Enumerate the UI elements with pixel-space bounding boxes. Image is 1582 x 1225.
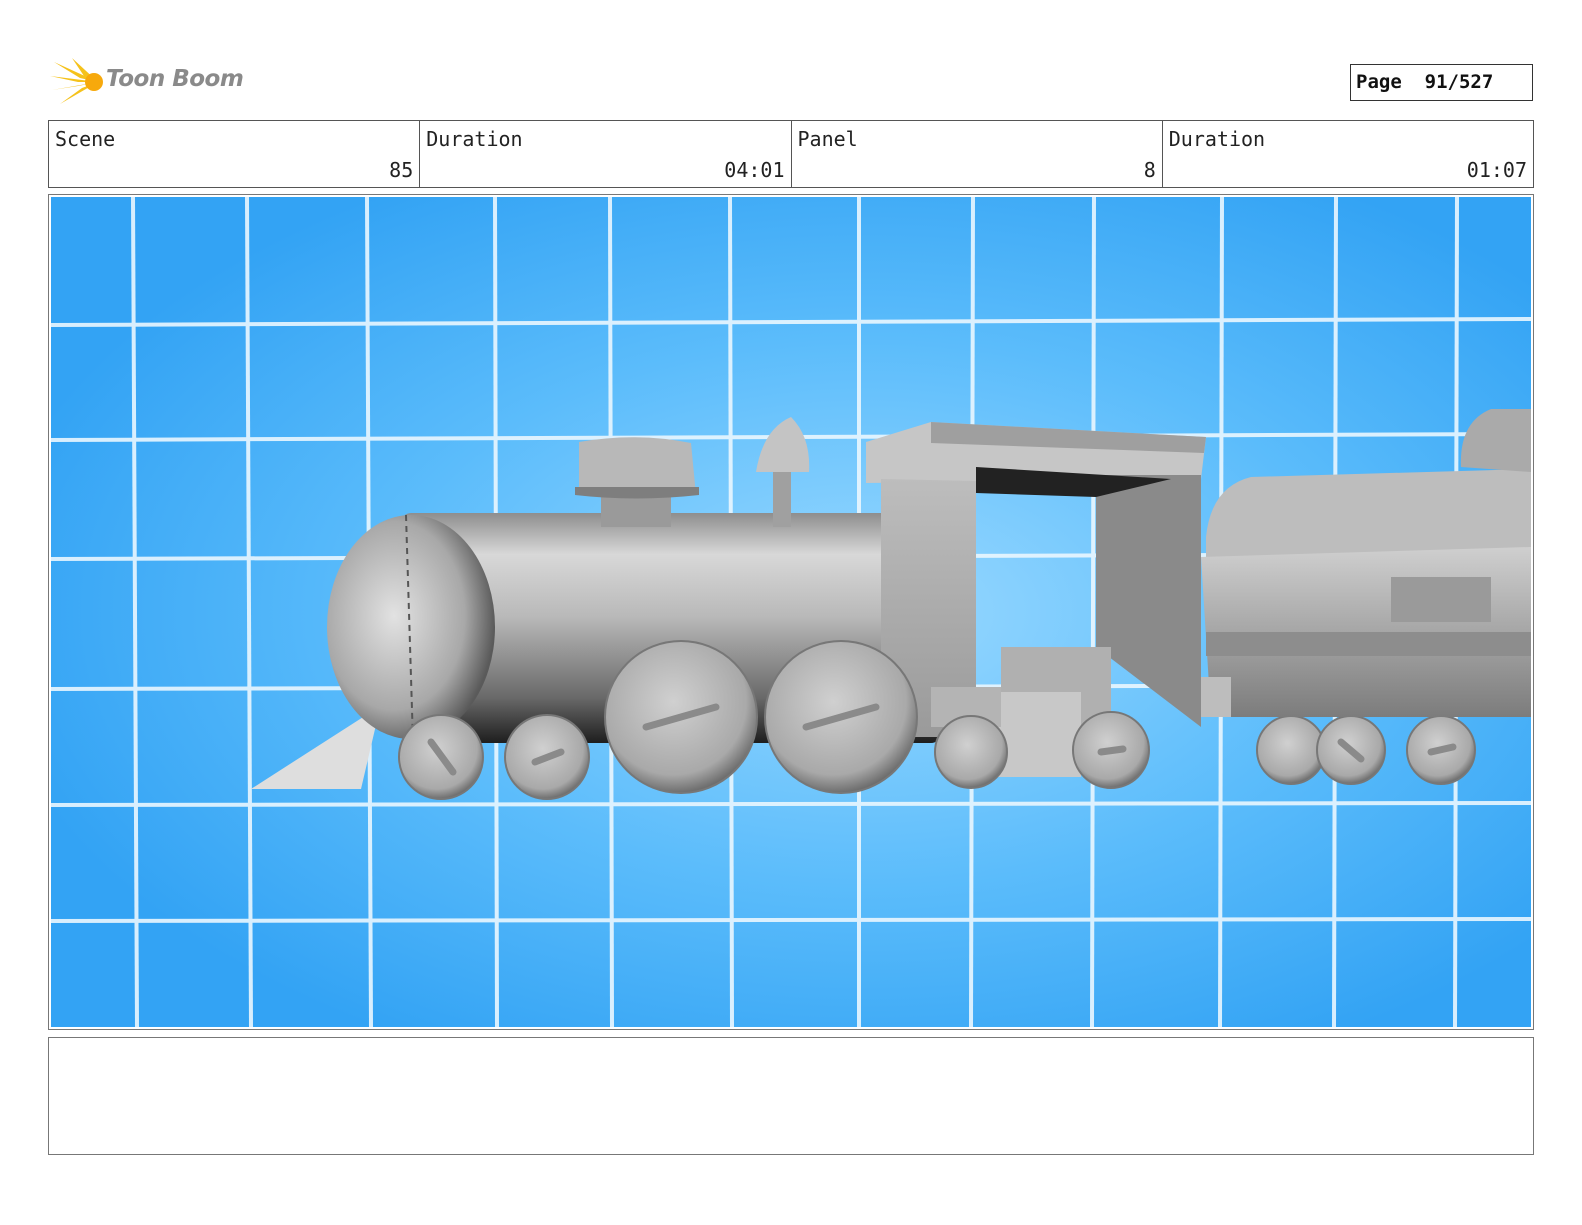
scene-duration-cell: Duration 04:01 bbox=[420, 121, 792, 187]
panel-duration-value: 01:07 bbox=[1466, 158, 1527, 182]
toon-boom-logo: Toon Boom bbox=[50, 56, 250, 108]
brand-name: Toon Boom bbox=[106, 66, 244, 92]
passenger-car-model bbox=[1201, 409, 1531, 717]
panel-duration-label: Duration bbox=[1168, 127, 1266, 151]
storyboard-header: Scene 85 Duration 04:01 Panel 8 Duration… bbox=[48, 120, 1534, 188]
scene-cell: Scene 85 bbox=[49, 121, 421, 187]
panel-label: Panel bbox=[797, 127, 858, 151]
panel-cell: Panel 8 bbox=[792, 121, 1163, 187]
page-counter: Page 91/527 bbox=[1350, 64, 1533, 101]
panel-duration-cell: Duration 01:07 bbox=[1163, 121, 1533, 187]
wheel-set bbox=[398, 640, 1476, 800]
panel-value: 8 bbox=[1143, 158, 1156, 182]
scene-duration-value: 04:01 bbox=[724, 158, 785, 182]
burst-icon bbox=[50, 58, 103, 104]
scene-duration-label: Duration bbox=[426, 127, 523, 151]
panel-notes bbox=[48, 1037, 1534, 1155]
scene-label: Scene bbox=[55, 127, 116, 151]
scene-value: 85 bbox=[389, 158, 414, 182]
panel-image bbox=[51, 197, 1531, 1027]
storyboard-panel bbox=[48, 194, 1534, 1030]
locomotive-model bbox=[251, 417, 1206, 789]
